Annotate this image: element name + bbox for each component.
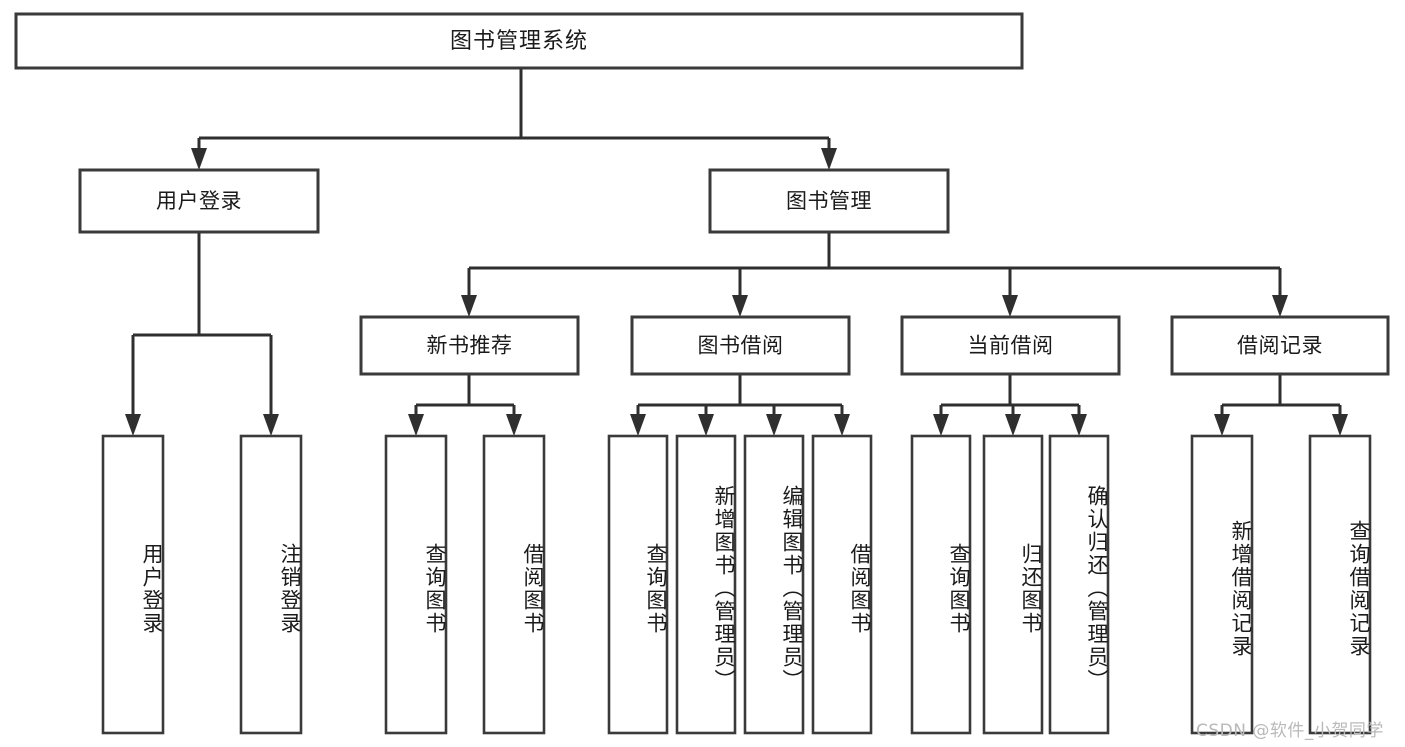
- conn-root-bus: [199, 68, 829, 140]
- node-box-leaf-borrow-book-b[interactable]: [811, 434, 873, 735]
- node-box-l3-borrow-record[interactable]: [1170, 315, 1390, 376]
- conn-bookmanage-to-l3-2-arrow-icon: [732, 295, 748, 317]
- node-box-l2-book-manage[interactable]: [708, 168, 950, 234]
- node-box-leaf-query-book-c[interactable]: [910, 434, 972, 735]
- conn-bookborrow-leaf4-arrow-icon: [834, 414, 850, 436]
- node-box-leaf-borrow-book-rec[interactable]: [482, 434, 546, 735]
- node-box-root[interactable]: [14, 12, 1024, 70]
- conn-borrowrecord-bus: [1222, 374, 1340, 407]
- label-l3-borrow-record: 借阅记录: [1237, 334, 1323, 358]
- node-box-leaf-query-borrow-record[interactable]: [1308, 434, 1372, 735]
- conn-root-to-user-login-arrow-icon: [191, 148, 207, 170]
- conn-userlogin-leaf2-arrow-icon: [263, 414, 279, 436]
- conn-bookmanage-to-l3-3-arrow-icon: [1002, 295, 1018, 317]
- label-l2-book-manage: 图书管理: [786, 189, 872, 213]
- conn-bookmanage-bus: [469, 232, 1280, 270]
- node-box-l3-current-borrow[interactable]: [900, 315, 1121, 376]
- conn-newbookrec-bus: [416, 374, 514, 407]
- conn-newbookrec-leaf2-arrow-icon: [506, 414, 522, 436]
- label-l3-book-borrow: 图书借阅: [698, 334, 784, 358]
- label-root: 图书管理系统: [450, 29, 588, 54]
- conn-borrowrecord-leaf1-arrow-icon: [1214, 414, 1230, 436]
- conn-bookmanage-to-l3-4-arrow-icon: [1272, 295, 1288, 317]
- conn-currentborrow-leaf3-arrow-icon: [1071, 414, 1087, 436]
- label-l2-user-login: 用户登录: [156, 189, 242, 213]
- node-box-leaf-query-book-b[interactable]: [607, 434, 669, 735]
- node-box-l3-book-borrow[interactable]: [630, 315, 851, 376]
- csdn-watermark: CSDN @软件_小贺同学: [1196, 721, 1384, 741]
- conn-bookborrow-leaf3-arrow-icon: [766, 414, 782, 436]
- node-box-leaf-add-borrow-record[interactable]: [1190, 434, 1254, 735]
- node-box-layer: [14, 12, 1390, 735]
- conn-currentborrow-leaf1-arrow-icon: [933, 414, 949, 436]
- conn-newbookrec-leaf1-arrow-icon: [408, 414, 424, 436]
- conn-bookmanage-to-l3-1-arrow-icon: [461, 295, 477, 317]
- conn-bookborrow-bus: [638, 374, 842, 407]
- node-box-leaf-return-book[interactable]: [982, 434, 1044, 735]
- node-box-l3-new-book-rec[interactable]: [359, 315, 580, 376]
- connector-layer: [125, 68, 1348, 436]
- conn-bookborrow-leaf1-arrow-icon: [630, 414, 646, 436]
- conn-borrowrecord-leaf2-arrow-icon: [1332, 414, 1348, 436]
- node-box-leaf-add-book-admin[interactable]: [675, 434, 737, 735]
- conn-userlogin-leaf1-arrow-icon: [125, 414, 141, 436]
- label-l3-current-borrow: 当前借阅: [968, 334, 1054, 358]
- node-box-leaf-edit-book-admin[interactable]: [743, 434, 805, 735]
- label-l3-new-book-rec: 新书推荐: [427, 334, 513, 358]
- node-box-leaf-query-book-rec[interactable]: [384, 434, 448, 735]
- conn-bookborrow-leaf2-arrow-icon: [698, 414, 714, 436]
- conn-root-to-book-manage-arrow-icon: [821, 148, 837, 170]
- node-box-leaf-user-login[interactable]: [101, 434, 165, 735]
- conn-currentborrow-leaf2-arrow-icon: [1005, 414, 1021, 436]
- conn-currentborrow-bus: [941, 374, 1079, 407]
- node-box-leaf-confirm-return-admin[interactable]: [1048, 434, 1110, 735]
- node-box-l2-user-login[interactable]: [78, 168, 320, 234]
- node-box-leaf-logout[interactable]: [239, 434, 303, 735]
- conn-userlogin-bus: [133, 232, 271, 337]
